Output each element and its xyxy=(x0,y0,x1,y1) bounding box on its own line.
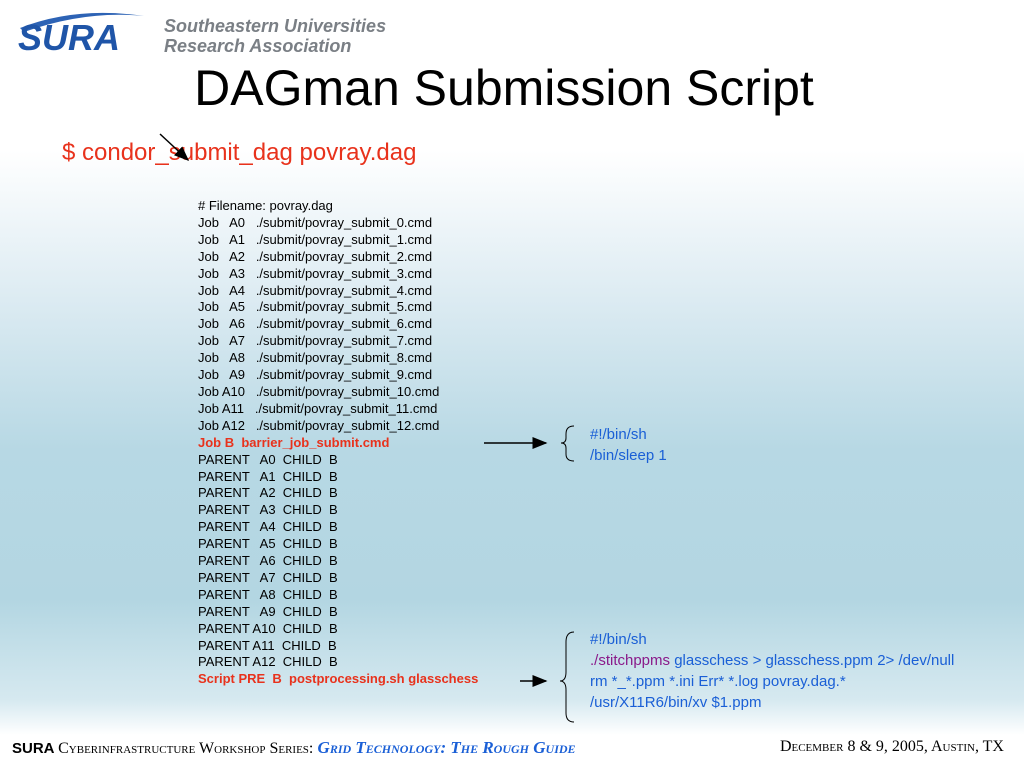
post-script: #!/bin/sh ./stitchppms glasschess > glas… xyxy=(590,629,954,713)
sura-logo-mark: SURA xyxy=(18,12,144,54)
dag-line: PARENT A3 CHILD B xyxy=(198,502,338,518)
logo-text: SURA xyxy=(18,17,120,54)
dag-line: PARENT A12 CHILD B xyxy=(198,654,338,670)
footer-guide: Grid Technology: The Rough Guide xyxy=(317,738,576,757)
dag-line: Job B barrier_job_submit.cmd xyxy=(198,434,390,450)
slide-title: DAGman Submission Script xyxy=(194,60,814,116)
dag-line: Job A5 ./submit/povray_submit_5.cmd xyxy=(198,299,433,315)
footer-series: SURA Cyberinfrastructure Workshop Series… xyxy=(12,738,576,758)
sura-logo: SURA Southeastern Universities Research … xyxy=(16,6,436,56)
dag-line: # Filename: povray.dag xyxy=(198,198,333,213)
submit-command: $ condor_submit_dag povray.dag xyxy=(62,139,417,166)
org-line-1: Southeastern Universities xyxy=(164,16,387,36)
post-script-line-3: rm *_*.ppm *.ini Err* *.log povray.dag.* xyxy=(590,673,846,690)
barrier-script-line-1: #!/bin/sh xyxy=(590,426,647,443)
dag-line: Job A0 ./submit/povray_submit_0.cmd xyxy=(198,214,433,230)
barrier-brace xyxy=(560,425,575,462)
dag-line: Job A11 ./submit/povray_submit_11.cmd xyxy=(198,400,438,416)
stitchppms-args: glasschess > glasschess.ppm 2> /dev/null xyxy=(670,652,955,669)
dag-line: PARENT A1 CHILD B xyxy=(198,468,338,484)
org-name: Southeastern Universities Research Assoc… xyxy=(164,16,386,56)
dag-line: Job A12 ./submit/povray_submit_12.cmd xyxy=(198,417,440,433)
footer-sura: SURA xyxy=(12,740,54,757)
dag-line: PARENT A0 CHILD B xyxy=(198,451,338,467)
post-script-line-2: ./stitchppms glasschess > glasschess.ppm… xyxy=(590,650,954,671)
dag-line: Job A4 ./submit/povray_submit_4.cmd xyxy=(198,282,433,298)
post-script-line-1: #!/bin/sh xyxy=(590,631,647,648)
dag-line: Job A9 ./submit/povray_submit_9.cmd xyxy=(198,367,433,383)
footer-date: December 8 & 9, 2005, Austin, TX xyxy=(779,738,1004,755)
dag-line: Script PRE B postprocessing.sh glassches… xyxy=(198,671,479,687)
dag-line: PARENT A7 CHILD B xyxy=(198,569,338,585)
dag-line: PARENT A10 CHILD B xyxy=(198,620,338,636)
dag-line: PARENT A4 CHILD B xyxy=(198,519,338,535)
org-line-2: Research Association xyxy=(164,36,352,56)
dag-line: PARENT A5 CHILD B xyxy=(198,536,338,552)
dag-line: Job A6 ./submit/povray_submit_6.cmd xyxy=(198,316,433,332)
barrier-script: #!/bin/sh /bin/sleep 1 xyxy=(590,424,667,466)
dag-line: PARENT A6 CHILD B xyxy=(198,553,338,569)
dag-line: PARENT A2 CHILD B xyxy=(198,485,338,501)
dag-line: Job A2 ./submit/povray_submit_2.cmd xyxy=(198,248,433,264)
script-brace xyxy=(559,631,575,723)
footer: SURA Cyberinfrastructure Workshop Series… xyxy=(0,734,1024,764)
footer-series-name: Cyberinfrastructure Workshop Series: xyxy=(58,740,314,757)
dag-line: PARENT A9 CHILD B xyxy=(198,603,338,619)
dag-line: Job A3 ./submit/povray_submit_3.cmd xyxy=(198,265,433,281)
dag-line: Job A1 ./submit/povray_submit_1.cmd xyxy=(198,231,433,247)
dag-line: PARENT A8 CHILD B xyxy=(198,586,338,602)
dag-line: Job A8 ./submit/povray_submit_8.cmd xyxy=(198,350,433,366)
post-script-line-4: /usr/X11R6/bin/xv $1.ppm xyxy=(590,694,762,711)
dag-line: PARENT A11 CHILD B xyxy=(198,637,337,653)
barrier-script-line-2: /bin/sleep 1 xyxy=(590,447,667,464)
dag-line: Job A7 ./submit/povray_submit_7.cmd xyxy=(198,333,433,349)
stitchppms-command: ./stitchppms xyxy=(590,652,671,669)
dag-line: Job A10 ./submit/povray_submit_10.cmd xyxy=(198,383,440,399)
